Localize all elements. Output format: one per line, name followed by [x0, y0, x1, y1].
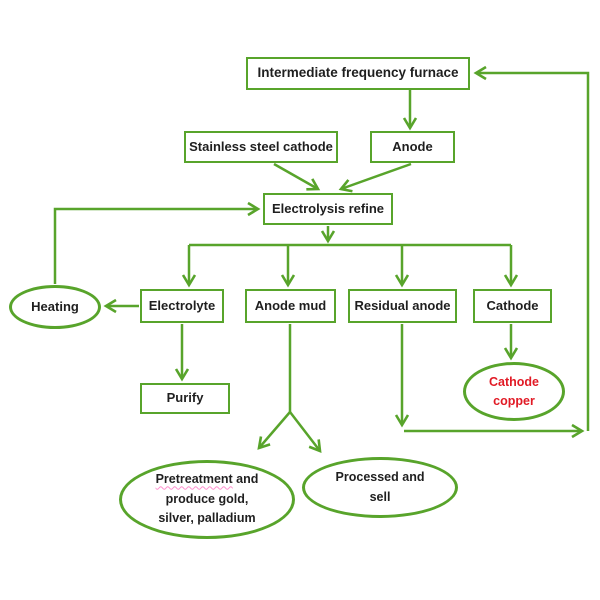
node-anode: Anode [370, 131, 455, 163]
node-label-line1: Processed and [335, 470, 425, 485]
node-residual-anode: Residual anode [348, 289, 457, 323]
node-label: Anode [392, 138, 433, 154]
node-label: Residual anode [354, 297, 451, 313]
node-label: Heating [31, 298, 79, 314]
node-electrolyte: Electrolyte [140, 289, 224, 323]
misspelled-word: Pretreatment [155, 472, 233, 487]
node-processed-and-sell: Processed and sell [302, 457, 458, 518]
node-purify: Purify [140, 383, 230, 414]
node-label: Anode mud [254, 297, 327, 313]
node-label: Electrolysis refine [272, 200, 384, 216]
node-cathode: Cathode [473, 289, 552, 323]
node-label: Purify [166, 390, 204, 406]
node-heating: Heating [9, 285, 101, 329]
node-electrolysis-refine: Electrolysis refine [263, 193, 393, 225]
node-intermediate-frequency-furnace: Intermediate frequency furnace [246, 57, 470, 90]
node-label-line3: silver, palladium [158, 511, 256, 526]
node-label-line1: Pretreatment and [156, 470, 259, 489]
node-label-line2: produce gold, [165, 491, 249, 506]
node-label-line2: sell [369, 489, 391, 504]
node-label-line2: copper [493, 393, 535, 408]
node-label: Cathode [486, 297, 539, 313]
node-label: Intermediate frequency furnace [257, 65, 459, 81]
node-label-line1: Cathode [489, 374, 539, 389]
node-pretreatment-produce-gold-silver-palladium: Pretreatment and produce gold, silver, p… [119, 460, 295, 539]
node-label-line1-rest: and [232, 472, 259, 487]
node-label: Electrolyte [148, 297, 216, 313]
node-cathode-copper: Cathode copper [463, 362, 565, 421]
node-stainless-steel-cathode: Stainless steel cathode [184, 131, 338, 163]
node-label: Stainless steel cathode [189, 138, 333, 154]
node-anode-mud: Anode mud [245, 289, 336, 323]
